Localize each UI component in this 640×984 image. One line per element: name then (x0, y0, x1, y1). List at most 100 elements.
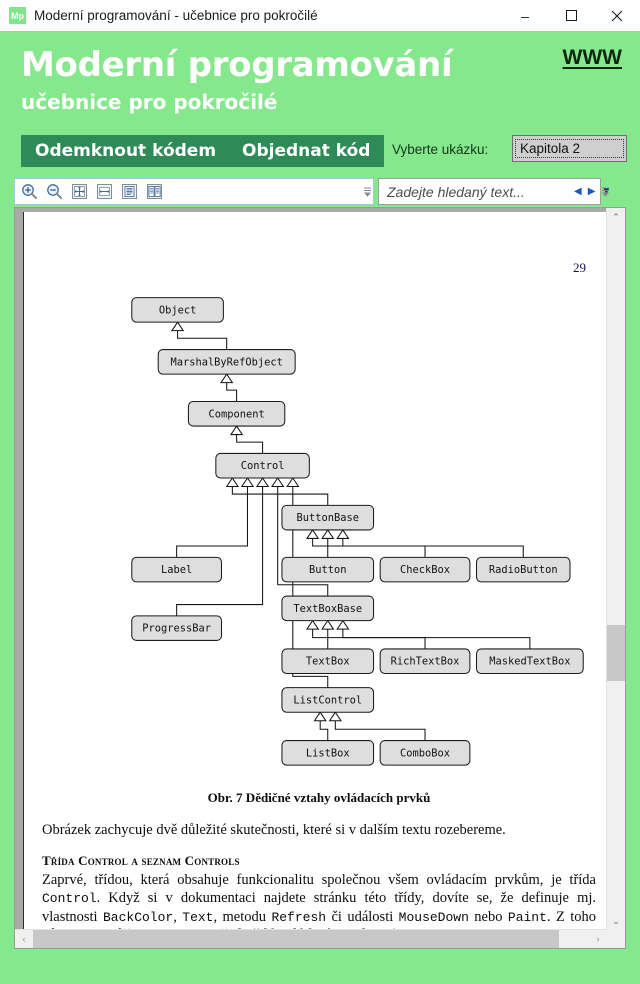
uml-class-object: Object (131, 297, 224, 323)
text-run: , metodu (213, 908, 272, 925)
inheritance-line (176, 486, 264, 616)
text-run: . Z toho důvodu se můžete spolehnout, že (42, 908, 597, 930)
app-header: Moderní programování učebnice pro pokroč… (0, 31, 640, 173)
text-run: Text (182, 909, 214, 925)
inheritance-line (236, 434, 264, 454)
svg-text:MaskedTextBox: MaskedTextBox (489, 656, 570, 668)
inheritance-arrowhead (220, 373, 234, 384)
uml-class-control: Control (215, 452, 310, 479)
find-previous-button[interactable]: ◀ (574, 186, 582, 197)
www-link[interactable]: WWW (562, 46, 622, 69)
inheritance-arrowhead (170, 321, 185, 332)
window-title: Moderní programování - učebnice pro pokr… (34, 8, 318, 23)
window-title-bar: Mp Moderní programování - učebnice pro p… (0, 0, 640, 32)
scroll-right-button[interactable]: › (596, 934, 600, 944)
text-run: každý ovládací prvek (238, 927, 370, 930)
svg-text:Object: Object (159, 304, 196, 316)
text-run: Control (42, 891, 97, 907)
inheritance-arrowhead (306, 529, 320, 539)
svg-text:CheckBox: CheckBox (400, 564, 450, 576)
inheritance-arrowhead (328, 711, 342, 722)
text-run: Refresh (271, 909, 327, 925)
fit-width-icon[interactable] (93, 181, 115, 202)
inheritance-line (176, 486, 248, 558)
uml-class-listbox: ListBox (281, 740, 375, 766)
inheritance-line (312, 538, 329, 558)
inheritance-line (231, 486, 329, 506)
toolbar-overflow-grip[interactable] (364, 185, 371, 198)
scrollbar-corner (607, 930, 625, 948)
svg-text:ProgressBar: ProgressBar (142, 623, 211, 635)
inheritance-arrowhead (240, 477, 255, 488)
search-options-chevron-down-icon[interactable]: ▼ (601, 186, 612, 197)
inheritance-line (319, 720, 329, 741)
text-run: Zaprvé, třídou, která obsahuje funkciona… (42, 872, 596, 888)
inheritance-arrowhead (321, 619, 335, 630)
inheritance-line (277, 486, 329, 597)
minimize-button[interactable]: – (521, 7, 529, 24)
vertical-scrollbar[interactable]: ⌃ ⌄ (606, 208, 625, 930)
view-toolbar (14, 178, 374, 205)
maximize-icon (565, 10, 577, 21)
figure-caption: Obr. 7 Dědičné vztahy ovládacích prvků (207, 790, 431, 805)
fit-page-icon[interactable] (68, 181, 90, 202)
order-code-button[interactable]: Objednat kód (228, 135, 385, 167)
scroll-left-button[interactable]: ‹ (22, 934, 26, 944)
text-run: . Když si v dokumentaci najdete stránku … (42, 890, 596, 925)
vertical-scroll-thumb[interactable] (607, 625, 625, 681)
two-page-icon[interactable] (143, 181, 165, 202)
inheritance-arrowhead (286, 477, 300, 488)
text-run: zmí- (370, 927, 400, 930)
uml-class-textboxbase: TextBoxBase (281, 595, 375, 622)
inheritance-line (342, 538, 524, 558)
scroll-up-button[interactable]: ⌃ (612, 211, 620, 222)
body-paragraph-1: Obrázek zachycuje dvě důležité skutečnos… (42, 822, 506, 838)
svg-text:MarshalByRefObject: MarshalByRefObject (170, 356, 282, 368)
diagram-nodes: ObjectMarshalByRefObjectComponentControl… (131, 297, 584, 766)
svg-text:ComboBox: ComboBox (400, 747, 450, 759)
uml-class-progressbar: ProgressBar (131, 615, 223, 641)
inheritance-arrowhead (271, 477, 285, 488)
uml-class-buttonbase: ButtonBase (281, 504, 375, 531)
find-next-button[interactable]: ▶ (587, 186, 596, 197)
zoom-out-icon[interactable] (43, 181, 65, 202)
text-run: , (173, 908, 183, 925)
zoom-in-icon[interactable] (18, 181, 40, 202)
svg-text:Label: Label (161, 564, 192, 576)
svg-text:TextBoxBase: TextBoxBase (293, 603, 362, 615)
svg-text:Button: Button (309, 564, 346, 576)
brand-subtitle: učebnice pro pokročilé (21, 90, 278, 114)
text-run: MouseDown (398, 909, 469, 925)
single-page-icon[interactable] (118, 181, 140, 202)
uml-class-marshalbyrefobject: MarshalByRefObject (157, 349, 296, 375)
svg-text:ListControl: ListControl (293, 694, 362, 706)
scroll-down-button[interactable]: ⌄ (612, 915, 620, 926)
inheritance-line (342, 629, 531, 649)
inheritance-line (177, 330, 228, 350)
search-toolbar: ◀ ▶ ▼ (378, 178, 611, 205)
horizontal-scroll-thumb[interactable] (33, 930, 559, 948)
uml-class-component: Component (187, 400, 286, 427)
page-number: 29 (573, 260, 586, 275)
svg-text:RichTextBox: RichTextBox (391, 656, 460, 668)
close-icon (611, 10, 623, 21)
maximize-button[interactable] (548, 0, 594, 31)
uml-class-richtextbox: RichTextBox (379, 648, 471, 675)
body-paragraph-2: Zaprvé, třídou, která obsahuje funkciona… (42, 871, 596, 930)
inheritance-arrowhead (336, 529, 350, 539)
svg-text:Component: Component (209, 408, 265, 420)
close-button[interactable] (594, 0, 640, 31)
document-text-block: Obr. 7 Dědičné vztahy ovládacích prvků O… (42, 790, 596, 930)
text-run: Paint (507, 909, 547, 925)
inheritance-line (226, 382, 238, 402)
horizontal-scrollbar[interactable]: ‹ › (15, 929, 607, 948)
unlock-with-code-button[interactable]: Odemknout kódem (21, 135, 231, 167)
toolbar-row: ◀ ▶ ▼ (0, 178, 640, 206)
uml-class-listcontrol: ListControl (281, 687, 375, 713)
chapter-select[interactable]: Kapitola 2 (512, 135, 627, 162)
search-toolbar-overflow-grip[interactable] (602, 185, 609, 198)
search-input[interactable] (385, 182, 571, 201)
uml-class-maskedtextbox: MaskedTextBox (475, 648, 584, 675)
